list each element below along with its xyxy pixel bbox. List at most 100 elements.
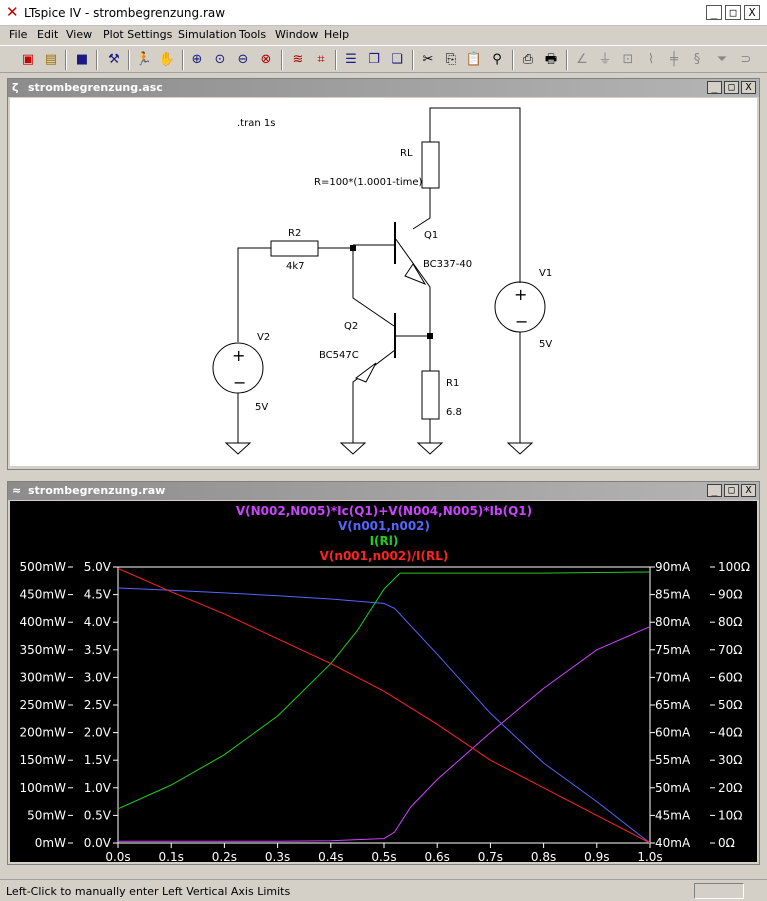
legend-entry: V(n001,n002)/I(RL) xyxy=(320,549,449,563)
copy-icon[interactable]: ⎘ xyxy=(445,52,457,67)
tile-vertical-icon[interactable]: ❏ xyxy=(391,52,403,67)
v1-name: V1 xyxy=(539,268,552,279)
y-left-outer-tick-label: 50mW xyxy=(27,808,66,822)
transistor-q2-emitter-arrow xyxy=(354,362,377,383)
y-right-outer-tick-label: 40Ω xyxy=(718,726,742,740)
inductor-icon[interactable]: § xyxy=(693,52,701,67)
y-right-inner-tick-label: 40mA xyxy=(655,836,691,850)
save-icon[interactable]: ■ xyxy=(75,52,89,67)
capacitor-icon[interactable]: ╪ xyxy=(670,52,678,67)
schematic-close-button[interactable]: X xyxy=(741,81,756,94)
tile-horizontal-icon[interactable]: ☰ xyxy=(345,52,357,67)
y-right-inner-tick-label: 75mA xyxy=(655,643,691,657)
toolbar: ▣ ▤ ■ ⚒ 🏃 ✋ ⊕ ⊙ ⊖ ⊗ ≋ ⌗ ☰ ❐ ❏ ✂ ⎘ 📋 ⚲ ⎙ … xyxy=(0,45,767,73)
menu-simulation[interactable]: Simulation xyxy=(178,28,237,41)
series-line-3 xyxy=(117,567,651,844)
ground-icon[interactable]: ⏚ xyxy=(598,52,612,67)
y-left-inner-tick-label: 5.0V xyxy=(84,560,112,574)
label-net-icon[interactable]: ⊡ xyxy=(622,52,634,67)
run-icon[interactable]: 🏃 xyxy=(135,52,153,67)
zoom-in-icon[interactable]: ⊕ xyxy=(191,52,203,67)
y-right-outer-tick-label: 50Ω xyxy=(718,698,742,712)
menu-edit[interactable]: Edit xyxy=(37,28,59,41)
menu-view[interactable]: View xyxy=(66,28,93,41)
series-line-2 xyxy=(117,571,651,810)
y-right-inner-tick-label: 90mA xyxy=(655,560,691,574)
junction-dot xyxy=(350,245,356,251)
schematic-file-icon: ζ xyxy=(12,81,19,94)
r1-value: 6.8 xyxy=(446,407,462,418)
toolbar-separator xyxy=(96,50,98,70)
new-schematic-icon[interactable]: ▣ xyxy=(21,52,35,67)
pick-visible-traces-icon[interactable]: ⌗ xyxy=(317,52,325,67)
zoom-out-icon[interactable]: ⊖ xyxy=(237,52,249,67)
print-icon[interactable]: 🖶 xyxy=(544,52,558,67)
component-icon[interactable]: ⊃ xyxy=(740,52,752,67)
x-tick-label: 0.0s xyxy=(105,850,130,862)
toolbar-separator xyxy=(412,50,414,70)
control-panel-icon[interactable]: ⚒ xyxy=(108,52,120,67)
draw-wire-icon[interactable]: ∠ xyxy=(576,52,588,67)
autorange-icon[interactable]: ≋ xyxy=(292,52,304,67)
window-title: LTspice IV - strombegrenzung.raw xyxy=(24,6,226,20)
v2-plus-sign: + xyxy=(232,346,245,365)
waveform-titlebar: ≈ strombegrenzung.raw _ □ X xyxy=(8,482,759,500)
close-button[interactable]: X xyxy=(744,5,760,20)
r1-name: R1 xyxy=(446,378,459,389)
resistor-rl xyxy=(421,141,440,189)
y-left-inner-tick-label: 0.5V xyxy=(84,808,112,822)
y-left-outer-tick-label: 100mW xyxy=(20,781,67,795)
y-right-inner-tick-label: 85mA xyxy=(655,588,691,602)
maximize-button[interactable]: □ xyxy=(725,5,741,20)
menu-tools[interactable]: Tools xyxy=(239,28,267,41)
waveform-file-icon: ≈ xyxy=(12,484,22,497)
v2-name: V2 xyxy=(257,332,270,343)
waveform-close-button[interactable]: X xyxy=(741,484,756,497)
cut-icon[interactable]: ✂ xyxy=(422,52,434,67)
rl-name: RL xyxy=(400,148,413,159)
menu-bar: File Edit View Plot Settings Simulation … xyxy=(0,26,767,44)
resistor-icon[interactable]: ⌇ xyxy=(647,52,655,67)
open-folder-icon[interactable]: ▤ xyxy=(44,52,58,67)
waveform-title: strombegrenzung.raw xyxy=(28,484,166,497)
y-left-inner-tick-label: 3.0V xyxy=(84,670,112,684)
y-left-inner-tick-label: 2.5V xyxy=(84,698,112,712)
rl-value: R=100*(1.0001-time) xyxy=(314,177,423,188)
waveform-maximize-button[interactable]: □ xyxy=(724,484,739,497)
diode-icon[interactable]: ⏷ xyxy=(716,52,728,67)
y-left-outer-tick-label: 200mW xyxy=(20,726,67,740)
y-right-outer-tick-label: 80Ω xyxy=(718,615,742,629)
find-binoculars-icon[interactable]: ⚲ xyxy=(492,52,502,67)
toolbar-separator xyxy=(65,50,67,70)
schematic-titlebar: ζ strombegrenzung.asc _ □ X xyxy=(8,79,759,97)
x-tick-label: 0.7s xyxy=(478,850,503,862)
y-left-outer-tick-label: 500mW xyxy=(20,560,67,574)
zoom-pan-icon[interactable]: ⊙ xyxy=(214,52,226,67)
menu-window[interactable]: Window xyxy=(275,28,319,41)
v2-value: 5V xyxy=(255,402,268,413)
schematic-minimize-button[interactable]: _ xyxy=(707,81,722,94)
toolbar-separator xyxy=(335,50,337,70)
cascade-windows-icon[interactable]: ❐ xyxy=(368,52,380,67)
print-setup-icon[interactable]: ⎙ xyxy=(522,52,534,67)
y-right-outer-tick-label: 100Ω xyxy=(718,560,750,574)
minimize-button[interactable]: _ xyxy=(706,5,722,20)
menu-plot-settings[interactable]: Plot Settings xyxy=(103,28,173,41)
schematic-canvas[interactable]: + − + − .tran 1s RL R=100*(1.0001-time) … xyxy=(10,98,757,466)
legend-entry: I(Rl) xyxy=(370,534,399,548)
toolbar-separator xyxy=(566,50,568,70)
y-right-inner-tick-label: 55mA xyxy=(655,753,691,767)
r2-name: R2 xyxy=(288,228,301,239)
schematic-maximize-button[interactable]: □ xyxy=(724,81,739,94)
q1-model: BC337-40 xyxy=(423,259,472,270)
q1-name: Q1 xyxy=(424,230,438,241)
menu-file[interactable]: File xyxy=(9,28,28,41)
paste-icon[interactable]: 📋 xyxy=(465,52,483,67)
menu-help[interactable]: Help xyxy=(324,28,350,41)
zoom-fit-icon[interactable]: ⊗ xyxy=(260,52,272,67)
waveform-minimize-button[interactable]: _ xyxy=(707,484,722,497)
y-left-inner-tick-label: 2.0V xyxy=(84,726,112,740)
halt-icon[interactable]: ✋ xyxy=(158,52,176,67)
